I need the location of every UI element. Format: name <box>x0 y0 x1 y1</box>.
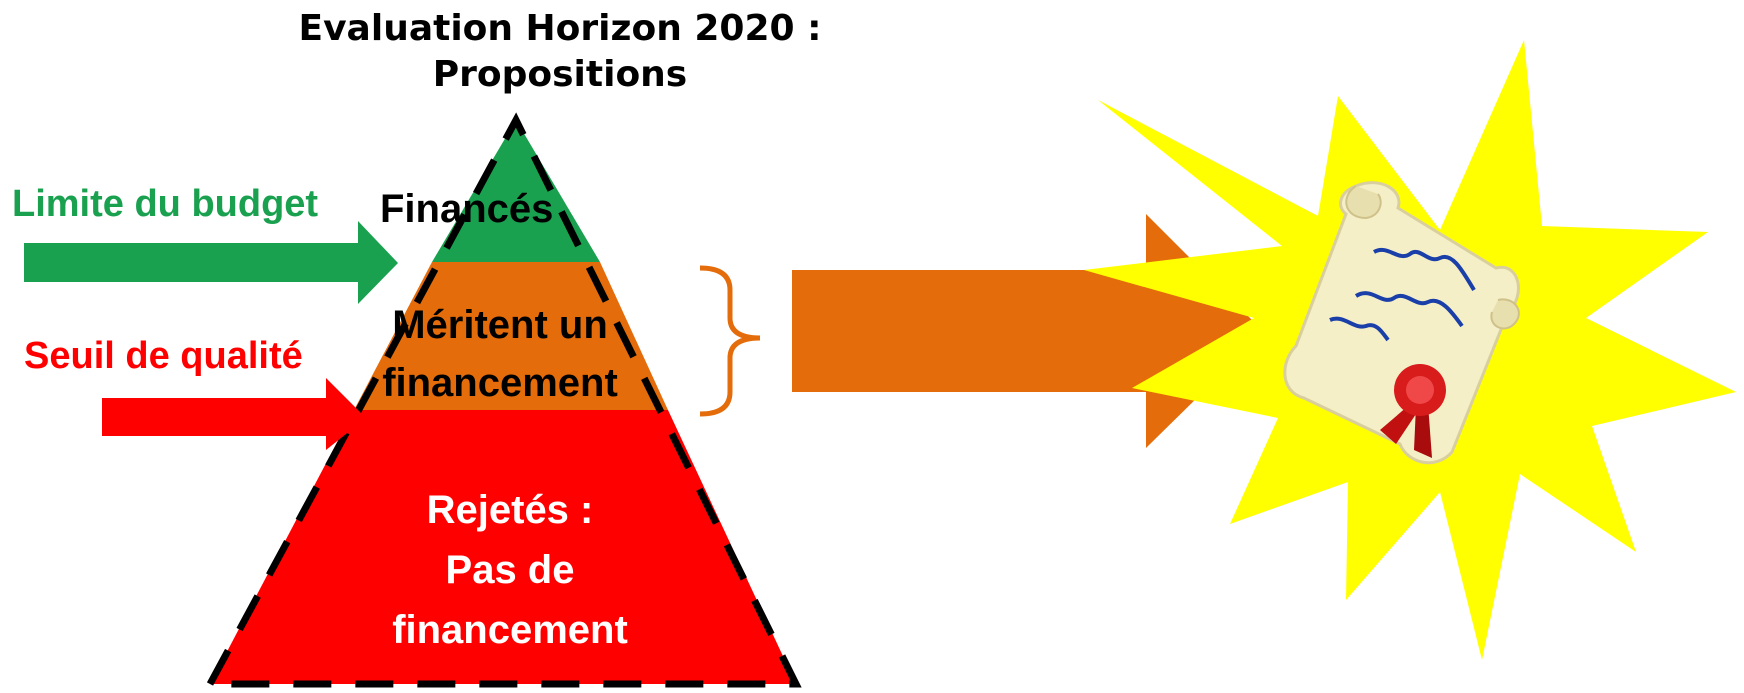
green-arrow <box>24 221 398 304</box>
orange-brace <box>699 265 761 417</box>
wax-seal <box>1380 364 1446 458</box>
red-arrow <box>102 378 366 450</box>
pyramid-bottom-line-1: Rejetés : <box>426 488 594 532</box>
quality-threshold-label: Seuil de qualité <box>24 335 303 377</box>
title-line-1: Evaluation Horizon 2020 : <box>298 8 822 49</box>
pyramid-middle-label: Méritent un financement <box>330 296 670 412</box>
orange-arrow <box>792 214 1264 448</box>
pyramid-top-label: Financés <box>380 187 554 231</box>
pyramid-middle-line-2: financement <box>382 361 618 405</box>
pyramid-bottom-line-2: Pas de <box>445 548 575 592</box>
pyramid-bottom-layer <box>210 410 796 684</box>
pyramid-top-layer <box>432 120 600 262</box>
pyramid-outline <box>206 112 802 688</box>
pyramid-bottom-label: Rejetés : Pas de financement <box>300 480 720 660</box>
certificate-scroll <box>1283 181 1520 465</box>
pyramid-middle-line-1: Méritent un <box>392 303 608 347</box>
title-line-2: Propositions <box>432 54 688 95</box>
diagram-title: Evaluation Horizon 2020 : Propositions <box>230 6 890 98</box>
pyramid-bottom-line-3: financement <box>392 608 628 652</box>
budget-limit-label: Limite du budget <box>12 183 319 225</box>
pyramid-middle-layer <box>354 262 668 410</box>
